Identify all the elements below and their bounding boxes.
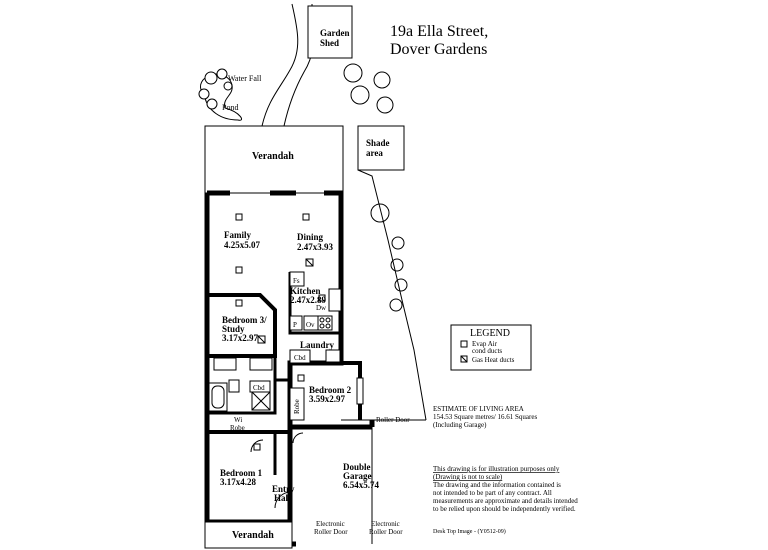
kitchen-walls [288,272,341,335]
bedroom2-size: 3.59x2.97 [309,394,346,404]
dining-size: 2.47x3.93 [297,242,334,252]
garden-shed-label-1: Garden [320,28,350,38]
bedroom3-size: 3.17x2.97 [222,333,259,343]
legend-title: LEGEND [470,328,510,339]
verandah-top-label: Verandah [252,151,294,162]
garage-label-1: Double [343,462,371,472]
robe-label: Robe [293,399,301,414]
estimate-line-2: (Including Garage) [433,421,487,429]
entry-hall-label-1: Entry [272,484,295,494]
fridge-space [289,271,305,287]
disclaimer-line-1: This drawing is for illustration purpose… [433,465,560,473]
disclaimer-body-2: not intended to be part of any contract.… [433,489,552,497]
verandah-bottom [204,521,293,549]
bedroom2-label: Bedroom 2 [309,385,352,395]
address-line-2: Dover Gardens [390,41,487,58]
pond-label: Pond [222,103,238,112]
estimate-line-1: 154.53 Square metres/ 16.61 Squares [433,413,537,421]
dishwasher-label: Dw [316,304,327,312]
kitchen-size: 2.47x2.89 [290,295,327,305]
shade-label-2: area [366,148,383,158]
vanity-basin-1 [213,357,237,371]
legend-evap-label-1: Evap Air [472,340,498,348]
window-bedroom2 [356,377,364,405]
electronic-door-1-label-1: Electronic [316,520,345,528]
garage-door-swing [292,432,304,444]
bedroom3-label-2: Study [222,324,245,334]
evap-duct-markers [235,213,326,451]
garage-label-2: Garage [343,471,372,481]
garage-size: 6.54x5.74 [343,480,380,490]
laundry-cbd [289,349,311,364]
garden-shed [307,5,353,59]
legend-evap-label-2: cond ducts [472,347,502,355]
dining-label: Dining [297,232,324,242]
pantry-label: P [293,321,297,329]
wi-robe-label-2: Robe [230,424,245,432]
estimate-title: ESTIMATE OF LIVING AREA [433,405,524,413]
electronic-door-1-label-2: Roller Door [314,528,348,536]
garden-path-left [261,3,299,127]
cbd-bath-box [249,380,271,393]
verandah-bottom-label: Verandah [232,530,274,541]
family-size: 4.25x5.07 [224,240,261,250]
footer-reference: Desk Top Image - (Y0512-09) [433,528,506,535]
pantry [289,315,303,331]
legend-gas-label: Gas Heat ducts [472,356,515,364]
laundry-cbd-label: Cbd [294,354,306,362]
bedroom3-label: Bedroom 3/ [222,315,267,325]
ensuite-walls [207,380,277,415]
toilet [228,379,240,393]
bedroom1-label: Bedroom 1 [220,468,263,478]
disclaimer-body-4: to be relied upon should be independentl… [433,505,576,513]
family-label: Family [224,230,251,240]
laundry-label: Laundry [300,340,335,350]
laundry-tub [325,349,341,363]
oven-label: Ov [306,321,315,329]
electronic-door-2-label-2: Roller Door [369,528,403,536]
disclaimer-line-2: (Drawing is not to scale) [433,473,503,481]
gas-duct-markers [257,258,314,344]
legend-evap-icon [460,340,468,348]
garden-shed-label-2: Shed [320,38,339,48]
wi-robe-label-1: Wi [234,416,242,424]
shrubs [343,63,408,312]
bedroom1-size: 3.17x4.28 [220,477,257,487]
cooktop [317,315,333,331]
robe [289,387,305,421]
dishwasher-bench [328,288,342,312]
side-boundary [357,169,427,421]
disclaimer-body-1: The drawing and the information containe… [433,481,561,489]
waterfall-rocks [198,68,233,110]
shade-label-1: Shade [366,138,390,148]
shade-area [357,125,405,171]
address-line-1: 19a Ella Street, [390,23,488,40]
bath-cbd-label: Cbd [253,384,265,392]
entry-door-swing [274,491,292,509]
bathroom-wall-top [207,354,290,382]
vanity-basin-2 [249,357,273,371]
electronic-door-2-label-1: Electronic [371,520,400,528]
entry-hall-label-2: Hall [274,493,291,503]
fridge-label: Fs [293,277,300,285]
kitchen-label: Kitchen [290,286,321,296]
water-fall-label: Water Fall [228,74,262,83]
verandah-top [204,125,344,194]
roller-door-label: Roller Door [376,416,410,424]
disclaimer-body-3: measurements are approximate and details… [433,497,578,505]
